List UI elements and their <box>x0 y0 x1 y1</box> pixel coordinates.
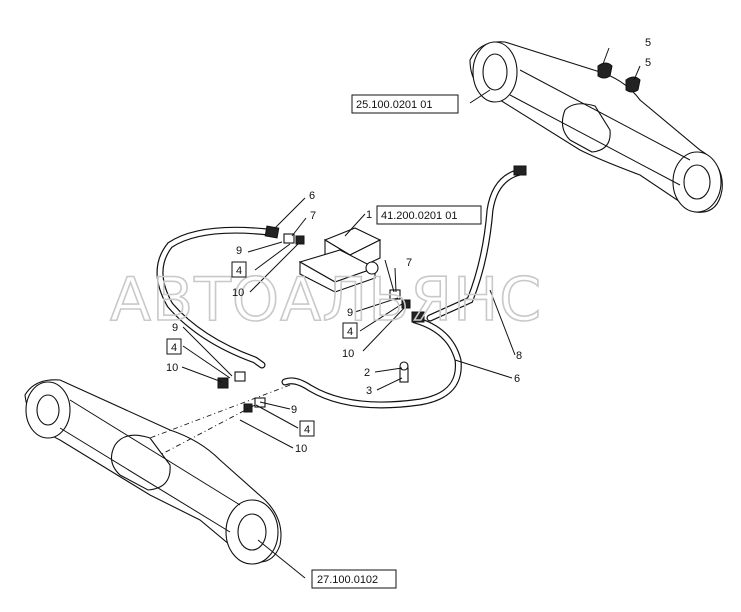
callout-1: 1 <box>366 209 372 221</box>
callout-9d: 9 <box>291 404 297 416</box>
watermark-text: АВТОАЛЬЯНС <box>110 265 542 335</box>
ref-front-axle-text: 27.100.0102 <box>317 574 378 586</box>
ref-box-valve-block[interactable]: 41.200.0201 01 <box>376 205 482 225</box>
svg-text:4: 4 <box>236 265 242 277</box>
callout-8: 8 <box>516 350 522 362</box>
svg-text:4: 4 <box>171 342 177 354</box>
ref-valve-block-text: 41.200.0201 01 <box>381 210 457 222</box>
callout-6a: 6 <box>309 190 315 202</box>
callout-7b: 7 <box>406 257 412 269</box>
ref-box-rear-axle[interactable]: 25.100.0201 01 <box>351 94 459 114</box>
callout-5a: 5 <box>645 37 651 49</box>
boxed-callout-4d[interactable]: 4 <box>299 420 315 437</box>
callout-labels: 5 5 6 7 9 10 1 7 9 10 9 10 9 10 2 3 8 6 <box>166 37 651 455</box>
callout-10c: 10 <box>166 362 178 374</box>
callout-10d: 10 <box>295 443 307 455</box>
callout-9c: 9 <box>172 322 178 334</box>
svg-text:4: 4 <box>304 424 310 436</box>
callout-9b: 9 <box>347 307 353 319</box>
ref-box-front-axle[interactable]: 27.100.0102 <box>311 569 397 589</box>
callout-5b: 5 <box>645 57 651 69</box>
boxed-callout-4b[interactable]: 4 <box>342 322 358 339</box>
svg-text:4: 4 <box>347 326 353 338</box>
callout-7a: 7 <box>310 210 316 222</box>
boxed-callout-4c[interactable]: 4 <box>166 338 182 355</box>
front-axle-assembly <box>24 379 282 565</box>
callout-10a: 10 <box>232 287 244 299</box>
callout-9a: 9 <box>236 245 242 257</box>
centerline-upper <box>149 384 291 439</box>
rear-axle-assembly <box>469 41 723 213</box>
valve-block <box>298 227 382 293</box>
callout-3: 3 <box>366 385 372 397</box>
leader-lines <box>181 47 641 579</box>
hydraulic-hoses <box>156 168 524 409</box>
callout-2: 2 <box>364 367 370 379</box>
callout-10b: 10 <box>342 348 354 360</box>
boxed-callout-4a[interactable]: 4 <box>231 261 247 278</box>
ref-rear-axle-text: 25.100.0201 01 <box>356 99 432 111</box>
callout-6b: 6 <box>514 373 520 385</box>
